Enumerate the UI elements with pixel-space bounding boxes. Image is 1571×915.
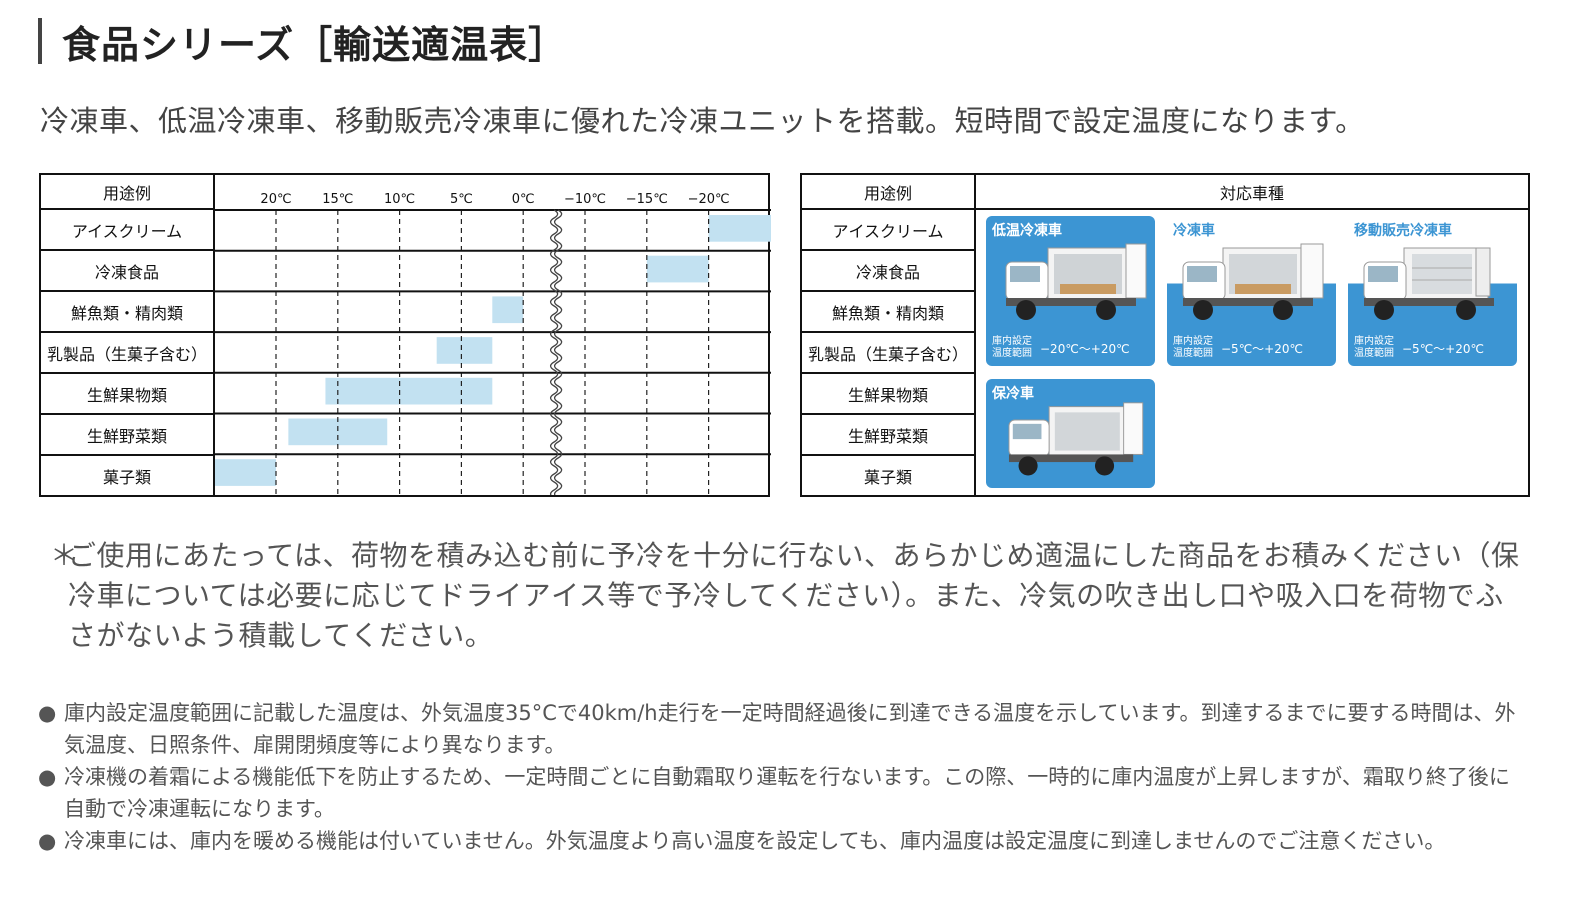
chart-bar	[288, 418, 388, 446]
chart-tick-label: 0℃	[512, 192, 535, 207]
heading-bar	[38, 18, 42, 64]
vehicle-row-label: 生鮮果物類	[800, 372, 976, 415]
temp-table-col-header: 用途例	[39, 173, 215, 210]
temp-row-label: 冷凍食品	[39, 249, 215, 292]
temp-row-label: 鮮魚類・精肉類	[39, 290, 215, 333]
range-label: 庫内設定 温度範囲	[992, 336, 1032, 359]
truck-icon	[1005, 243, 1147, 320]
vehicle-row-label: 冷凍食品	[800, 249, 976, 292]
chart-axis-break	[549, 209, 559, 495]
vehicle-card-insulated: 保冷車	[986, 379, 1155, 488]
temp-row-label: 乳製品（生菓子含む）	[39, 331, 215, 374]
footnote-item: ● 庫内設定温度範囲に記載した温度は、外気温度35°Cで40km/h走行を一定時間…	[38, 697, 1528, 761]
note-mark: ＊	[50, 539, 79, 572]
truck-icon	[1182, 243, 1324, 320]
vehicle-row-label: 生鮮野菜類	[800, 413, 976, 456]
range-label: 庫内設定 温度範囲	[1173, 336, 1213, 359]
vehicle-table: 用途例 対応車種 アイスクリーム 低温冷凍車 庫内設定 温度範囲	[800, 173, 1530, 497]
page-heading: 食品シリーズ［輸送適温表］	[38, 16, 568, 67]
chart-bar	[436, 337, 493, 364]
chart-tick-label: 15℃	[322, 192, 353, 207]
vehicle-card-mobile-sales: 移動販売冷凍車 庫内設定 温度範囲 −5℃〜+20℃	[1348, 216, 1517, 366]
chart-tick-label: 5℃	[450, 192, 473, 207]
truck-icon	[1008, 402, 1144, 476]
bullet-mark: ●	[38, 765, 57, 789]
footnote-text: 冷凍機の着霜による機能低下を防止するため、一定時間ごとに自動霜取り運転を行ないま…	[64, 765, 1510, 821]
chart-bar	[215, 459, 276, 486]
bullet-mark: ●	[38, 829, 57, 853]
vehicle-table-col-header: 用途例	[800, 173, 976, 210]
vehicle-row-label: アイスクリーム	[800, 208, 976, 251]
vehicle-range: 庫内設定 温度範囲 −5℃〜+20℃	[1173, 336, 1303, 360]
temp-row-label: 生鮮野菜類	[39, 413, 215, 456]
vehicle-card-low-temp: 低温冷凍車 庫内設定 温度範囲 −20℃〜+20℃	[986, 216, 1155, 366]
vehicle-range: 庫内設定 温度範囲 −5℃〜+20℃	[1354, 336, 1484, 360]
vehicle-name: 移動販売冷凍車	[1354, 223, 1452, 239]
note-text: ご使用にあたっては、荷物を積み込む前に予冷を十分に行ない、あらかじめ適温にした商…	[68, 539, 1520, 652]
vehicle-name: 保冷車	[992, 386, 1034, 402]
chart-tick-label: −10℃	[564, 192, 606, 207]
chart-tick-label: 10℃	[384, 192, 415, 207]
temperature-chart: 20℃ 15℃ 10℃ 5℃ 0℃ −10℃ −15℃ −20℃	[215, 192, 771, 495]
range-value: −5℃〜+20℃	[1402, 341, 1484, 356]
bullet-mark: ●	[38, 701, 57, 725]
footnote-item: ● 冷凍車には、庫内を暖める機能は付いていません。外気温度より高い温度を設定しても…	[38, 825, 1528, 857]
vehicle-name: 冷凍車	[1173, 223, 1215, 239]
range-value: −5℃〜+20℃	[1221, 341, 1303, 356]
vehicle-table-vehicle-header: 対応車種	[974, 173, 1530, 210]
temperature-chart-area: 20℃ 15℃ 10℃ 5℃ 0℃ −10℃ −15℃ −20℃	[213, 173, 771, 497]
truck-icon	[1363, 247, 1494, 320]
chart-tick-label: −20℃	[688, 192, 730, 207]
usage-note: ＊ ご使用にあたっては、荷物を積み込む前に予冷を十分に行ない、あらかじめ適温にし…	[50, 536, 1520, 656]
chart-bar	[492, 296, 524, 324]
temp-row-label: 生鮮果物類	[39, 372, 215, 415]
vehicle-card-freezer: 冷凍車 庫内設定 温度範囲 −5℃〜+20℃	[1167, 216, 1336, 366]
chart-bar	[708, 215, 771, 242]
chart-bar	[646, 255, 709, 283]
footnote-text: 庫内設定温度範囲に記載した温度は、外気温度35°Cで40km/h走行を一定時間経…	[64, 701, 1516, 757]
chart-tick-label: −15℃	[626, 192, 668, 207]
lead-text: 冷凍車、低温冷凍車、移動販売冷凍車に優れた冷凍ユニットを搭載。短時間で設定温度に…	[40, 104, 1365, 138]
vehicle-row-label: 菓子類	[800, 454, 976, 497]
vehicle-row-label: 乳製品（生菓子含む）	[800, 331, 976, 374]
temp-row-label: 菓子類	[39, 454, 215, 497]
range-value: −20℃〜+20℃	[1040, 341, 1130, 356]
chart-axis-break	[553, 209, 563, 495]
chart-tick-label: 20℃	[260, 192, 291, 207]
range-label: 庫内設定 温度範囲	[1354, 336, 1394, 359]
temperature-table: 用途例 20℃ 15℃ 10℃ 5℃ 0℃ −10℃ −15℃ −20℃ アイスクリーム 冷凍…	[39, 173, 771, 497]
footnote-list: ● 庫内設定温度範囲に記載した温度は、外気温度35°Cで40km/h走行を一定時間…	[38, 697, 1528, 857]
chart-bar	[325, 377, 493, 405]
footnote-item: ● 冷凍機の着霜による機能低下を防止するため、一定時間ごとに自動霜取り運転を行ない…	[38, 761, 1528, 825]
footnote-text: 冷凍車には、庫内を暖める機能は付いていません。外気温度より高い温度を設定しても、…	[64, 829, 1446, 853]
vehicle-row-label: 鮮魚類・精肉類	[800, 290, 976, 333]
vehicle-gallery: 低温冷凍車 庫内設定 温度範囲 −20℃〜+20℃ 冷凍車	[974, 208, 1530, 497]
temp-row-label: アイスクリーム	[39, 208, 215, 251]
page-title: 食品シリーズ［輸送適温表］	[62, 22, 568, 67]
vehicle-range: 庫内設定 温度範囲 −20℃〜+20℃	[992, 336, 1130, 360]
vehicle-name: 低温冷凍車	[992, 223, 1062, 239]
